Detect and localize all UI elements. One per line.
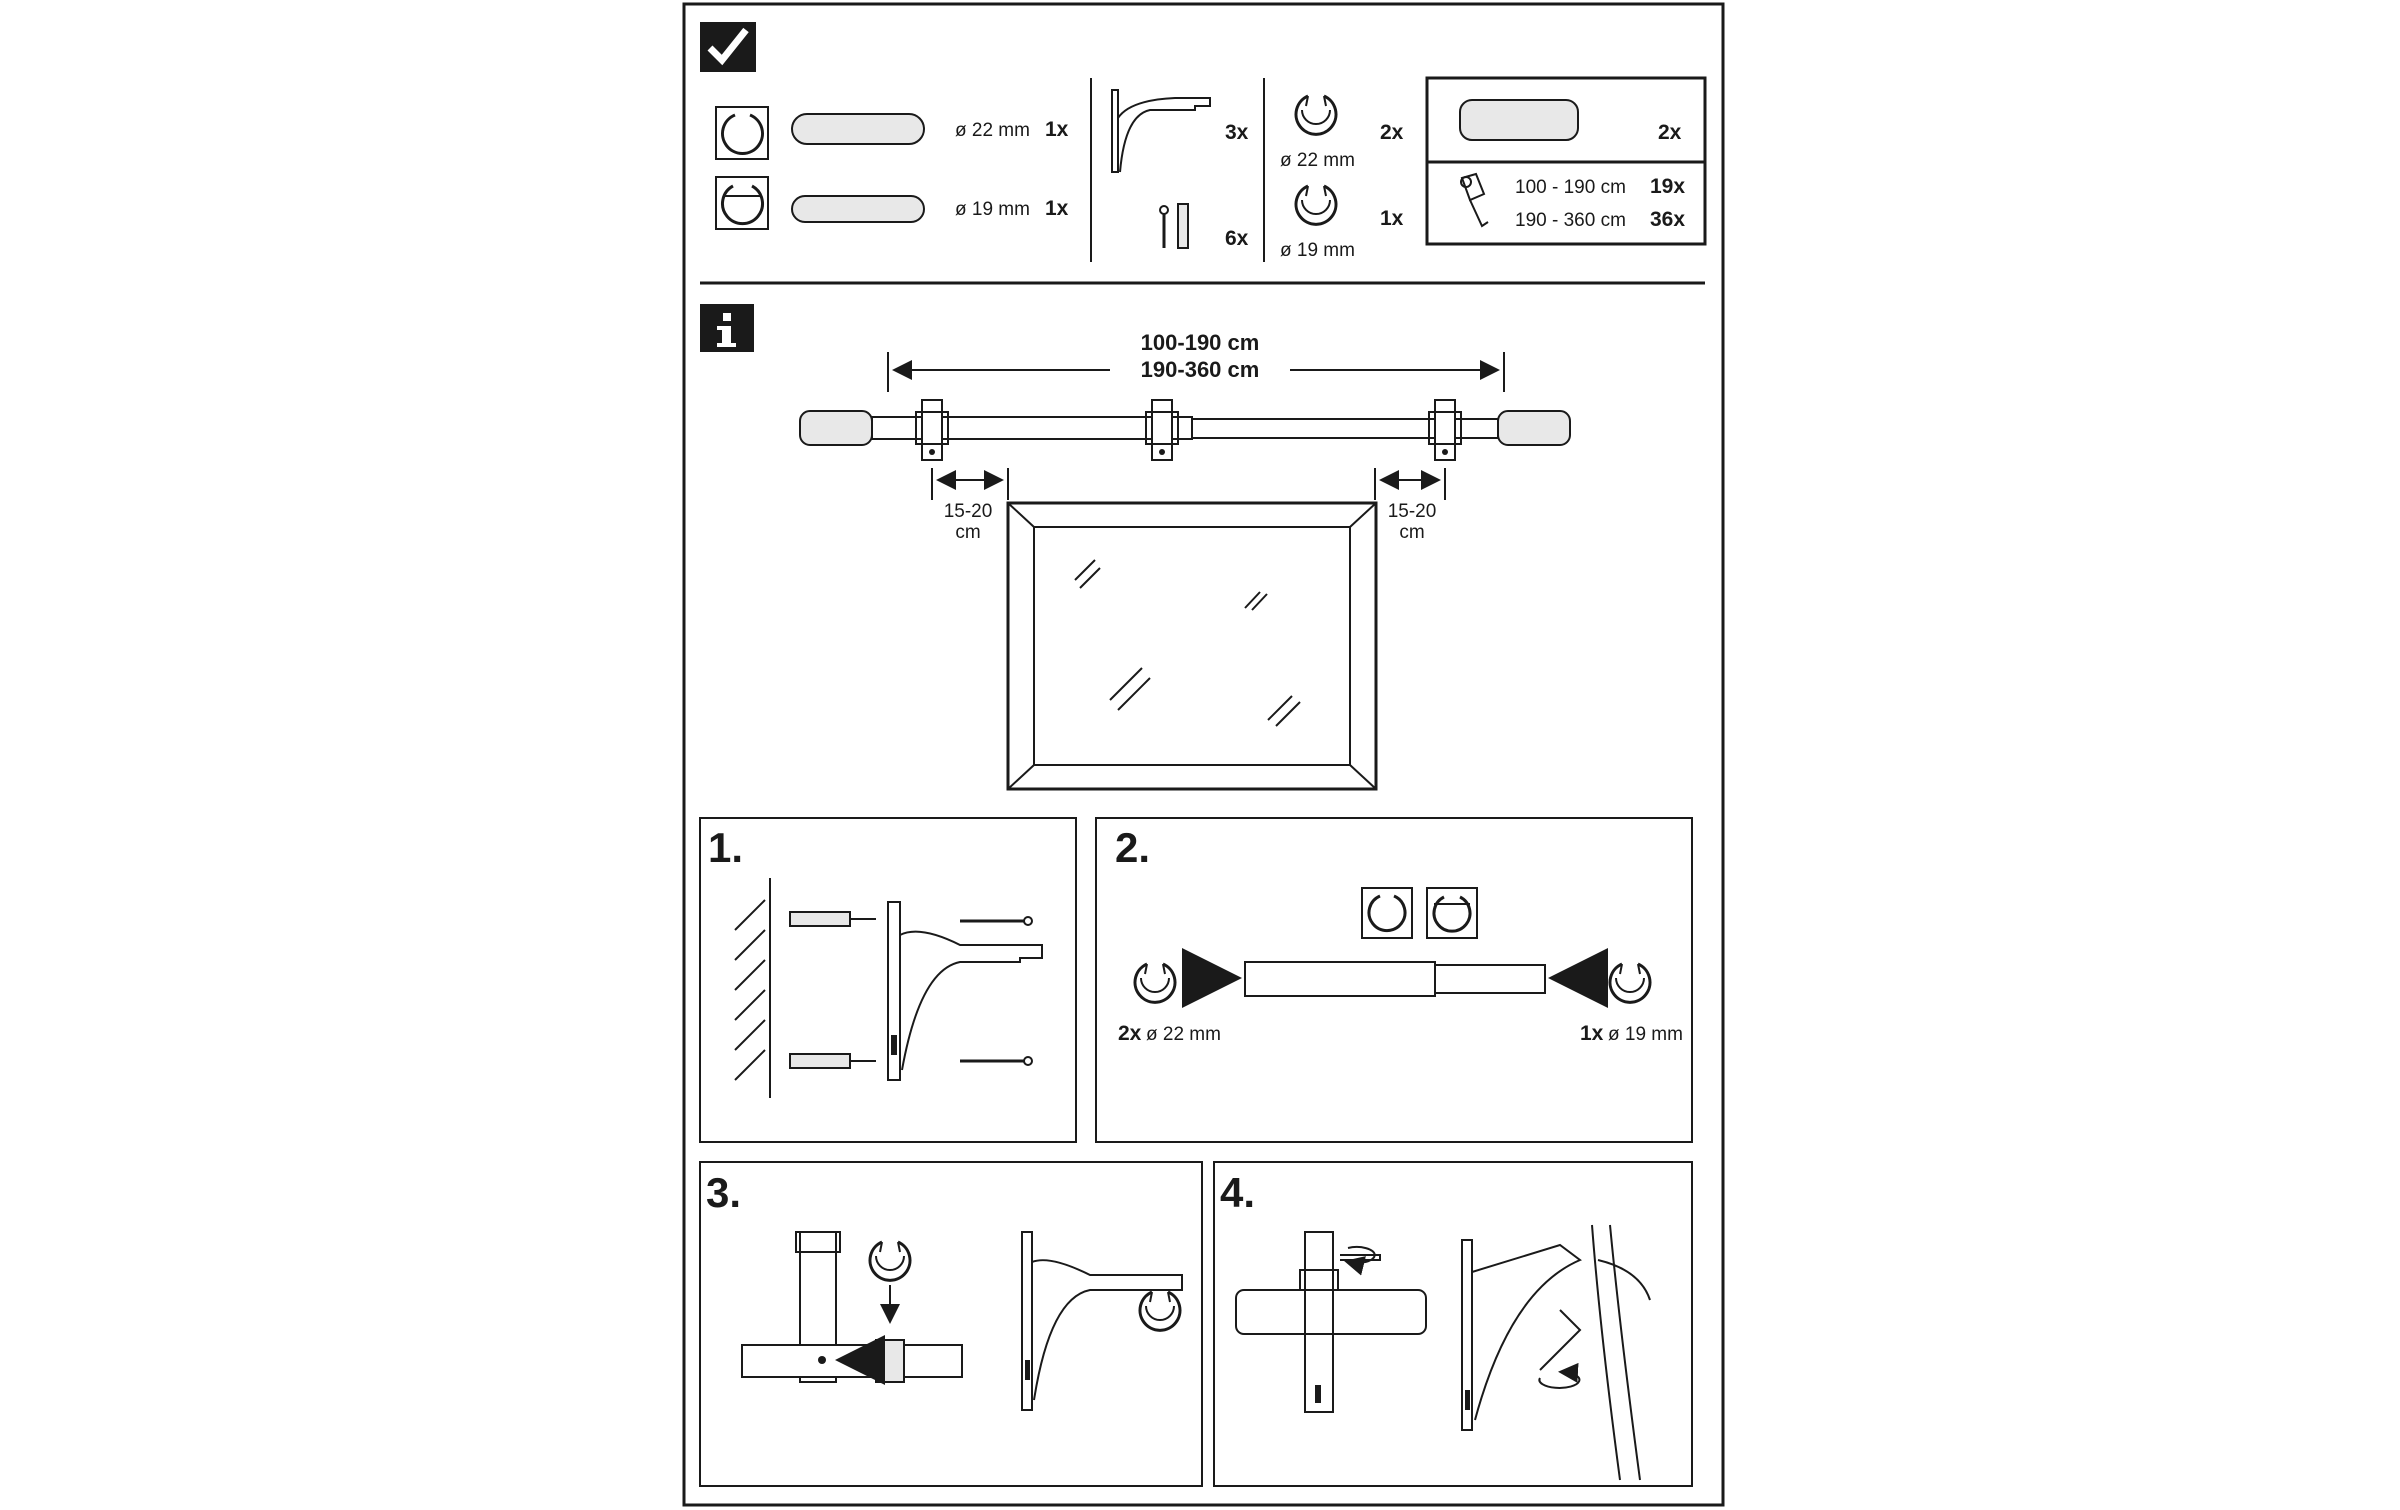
page-frame (682, 2, 1725, 1507)
ring-19-quantity: 1x (1380, 207, 1404, 230)
wall-hatch (734, 878, 771, 1098)
info-icon (700, 304, 754, 352)
step-3-panel: 3. (699, 1161, 1203, 1487)
ring-icon (1138, 1290, 1182, 1332)
ring-22-icon (1294, 94, 1338, 136)
rod-19-illustration (791, 195, 925, 223)
info-section: 100-190 cm 190-360 cm (700, 304, 1571, 791)
step-2-panel: 2. 2x ø 22 mm 1x ø 19 mm (1095, 817, 1693, 1143)
step-1-panel: 1. (699, 817, 1077, 1143)
cap-22-icon (715, 106, 769, 160)
screw-bottom (960, 1056, 1033, 1066)
anchor-top (789, 911, 876, 927)
rod-19-diameter: ø 19 mm (955, 199, 1030, 220)
step-4-panel: 4. (1213, 1161, 1693, 1487)
parts-section: ø 22 mm 1x ø 19 mm 1x 3x 6x 2x ø 22 mm 1… (700, 22, 1707, 262)
step-4-number: 4. (1220, 1169, 1255, 1216)
step-3-number: 3. (706, 1169, 741, 1216)
ring-19-diameter: ø 19 mm (1280, 240, 1355, 261)
bracket-with-ring (1021, 1231, 1183, 1411)
finial-illustration (1459, 99, 1579, 141)
margin-right-unit: cm (1399, 522, 1424, 543)
hooks-quantity-2: 36x (1650, 208, 1685, 231)
margin-right-value: 15-20 (1388, 501, 1437, 522)
hooks-quantity-1: 19x (1650, 175, 1685, 198)
hook-icon (1460, 172, 1489, 228)
anchor-bottom (789, 1053, 876, 1069)
ring-22-icon (1133, 962, 1177, 1004)
bracket-with-curtain (1461, 1224, 1651, 1481)
telescopic-rod (1244, 961, 1546, 997)
step-2-right-qty: 1x (1580, 1022, 1604, 1045)
cap-19-icon (1426, 887, 1478, 939)
cap-22-icon (1361, 887, 1413, 939)
step-1-number: 1. (708, 824, 743, 871)
rod-22-quantity: 1x (1045, 118, 1069, 141)
checkmark-icon (700, 22, 756, 72)
margin-left-unit: cm (955, 522, 980, 543)
bracket-quantity: 3x (1225, 121, 1249, 144)
ring-22-diameter: ø 22 mm (1280, 150, 1355, 171)
mount-front-view (1235, 1231, 1427, 1413)
bracket-illustration (1111, 89, 1211, 173)
hooks-range-2: 190 - 360 cm (1515, 210, 1626, 231)
cap-19-icon (715, 176, 769, 230)
rod-22-illustration (791, 113, 925, 145)
step-2-left-dia: ø 22 mm (1146, 1024, 1221, 1045)
step-2-number: 2. (1115, 824, 1150, 871)
hooks-range-1: 100 - 190 cm (1515, 177, 1626, 198)
ring-22-quantity: 2x (1380, 121, 1404, 144)
ring-19-icon (1608, 962, 1652, 1004)
length-range-2: 190-360 cm (1141, 357, 1260, 382)
rod-assembly-illustration (799, 399, 1571, 461)
ring-19-icon (1294, 184, 1338, 226)
step-2-left-qty: 2x (1118, 1022, 1142, 1045)
window-illustration (1006, 501, 1378, 791)
rod-19-quantity: 1x (1045, 197, 1069, 220)
rod-22-diameter: ø 22 mm (955, 120, 1030, 141)
screw-quantity: 6x (1225, 227, 1249, 250)
screw-anchor-illustration (1159, 203, 1189, 249)
screw-top (960, 916, 1033, 926)
finial-quantity: 2x (1658, 121, 1682, 144)
margin-left-value: 15-20 (944, 501, 993, 522)
step-2-right-dia: ø 19 mm (1608, 1024, 1683, 1045)
ring-icon (868, 1240, 912, 1282)
length-range-1: 100-190 cm (1141, 330, 1260, 355)
bracket-side (887, 901, 1043, 1081)
